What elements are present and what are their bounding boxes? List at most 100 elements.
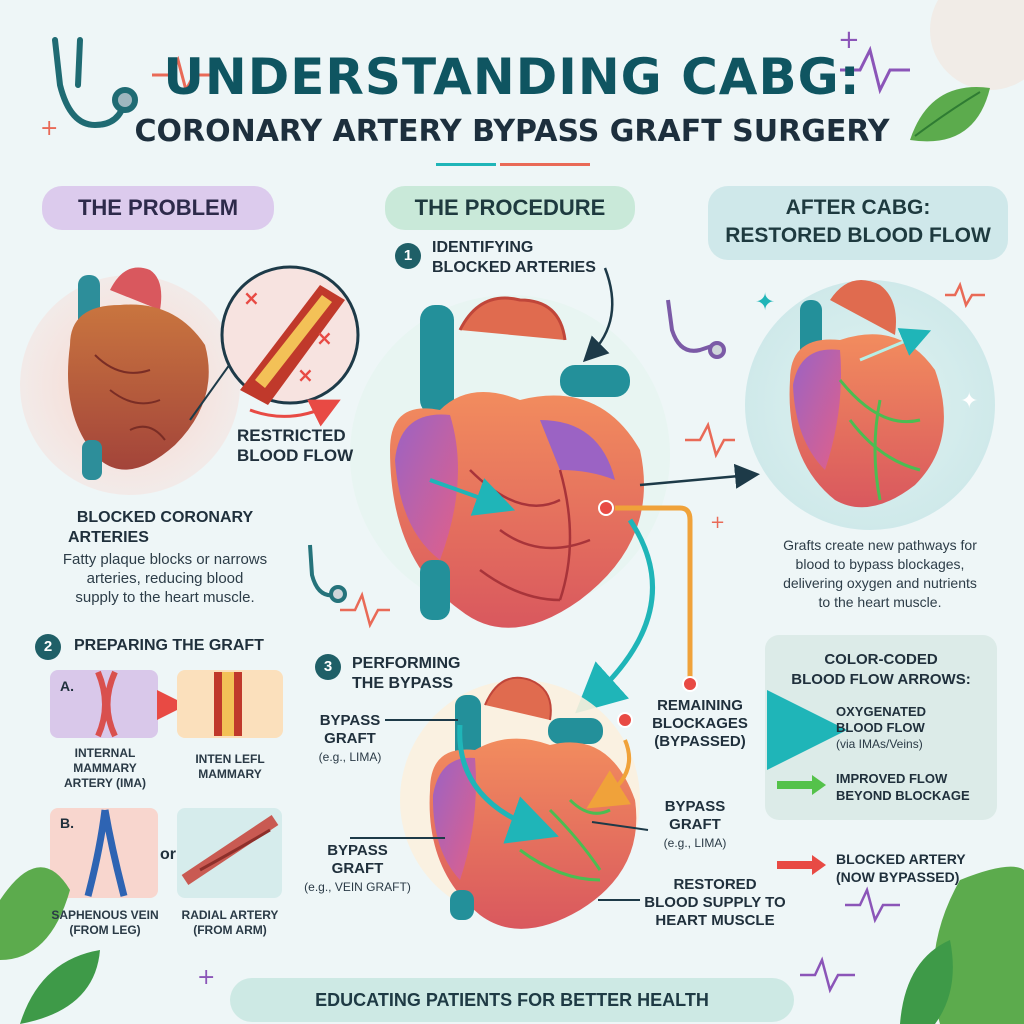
title-underline [436, 163, 496, 166]
graft-a-label: A. [60, 678, 74, 694]
bypass-graft-3: BYPASS GRAFT (e.g., LIMA) [645, 798, 745, 852]
restricted-line1: RESTRICTED [237, 426, 346, 445]
sparkle-icon: + [838, 25, 860, 55]
restored-line1: RESTORED [673, 876, 757, 893]
svg-text:×: × [297, 363, 314, 387]
step1-line1: IDENTIFYING [432, 239, 534, 256]
graft1-note: (e.g., LIMA) [318, 750, 382, 764]
page-subtitle: CORONARY ARTERY BYPASS GRAFT SURGERY [134, 114, 890, 149]
section-problem: THE PROBLEM [42, 186, 274, 230]
problem-desc-line1: Fatty plaque blocks or narrows [62, 551, 268, 568]
sparkle-icon: + [710, 512, 725, 533]
leaf-icon [910, 87, 990, 142]
graft-panel-b [50, 808, 158, 898]
heart-icon-procedure [390, 296, 644, 628]
legend-oxy-note: (via IMAs/Veins) [836, 737, 923, 751]
remaining-line3: (BYPASSED) [654, 733, 746, 750]
after-desc-line2: blood to bypass blockages, [795, 556, 965, 572]
remaining-line2: BLOCKAGES [652, 715, 748, 732]
bypass-graft-2: BYPASS GRAFT (e.g., VEIN GRAFT) [285, 842, 430, 896]
restricted-arrow [249, 399, 341, 427]
problem-desc-line3: supply to the heart muscle. [75, 589, 255, 606]
heartbeat-icon [800, 956, 855, 994]
legend-improved: IMPROVED FLOW BEYOND BLOCKAGE [836, 770, 970, 804]
after-description: Grafts create new pathways for blood to … [740, 536, 1020, 612]
sparkle-icon: + [197, 965, 215, 990]
step3-label: PERFORMING THE BYPASS [352, 654, 460, 694]
radial-caption: RADIAL ARTERY (FROM ARM) [170, 908, 290, 938]
problem-description: Fatty plaque blocks or narrows arteries,… [40, 550, 290, 607]
graft-or-label: or [160, 846, 176, 863]
legend-oxy-line2: BLOOD FLOW [836, 720, 925, 735]
blocked-line2: ARTERIES [68, 529, 149, 546]
page-title: UNDERSTANDING CABG: [163, 48, 861, 106]
step1-label: IDENTIFYING BLOCKED ARTERIES [432, 238, 596, 278]
graft-path-orange-2 [586, 739, 631, 809]
heartbeat-icon [840, 45, 910, 95]
legend-title-line1: COLOR-CODED [824, 651, 938, 668]
legend-blocked: BLOCKED ARTERY (NOW BYPASSED) [836, 850, 966, 886]
step1-badge: 1 [395, 243, 421, 269]
legend-panel [765, 635, 997, 820]
legend-blocked-line1: BLOCKED ARTERY [836, 851, 966, 867]
artery-zoom: × × × [189, 265, 360, 421]
restricted-label: RESTRICTED BLOOD FLOW [237, 426, 353, 466]
legend-improved-line1: IMPROVED FLOW [836, 771, 948, 786]
saph-caption: SAPHENOUS VEIN (FROM LEG) [40, 908, 170, 938]
svg-text:×: × [243, 286, 260, 310]
blocked-heading: BLOCKED CORONARY ARTERIES [50, 508, 280, 548]
graft2-note: (e.g., VEIN GRAFT) [304, 880, 411, 894]
section-after: AFTER CABG: RESTORED BLOOD FLOW [708, 186, 1008, 260]
stethoscope-icon [52, 37, 138, 129]
heartbeat-icon [685, 421, 735, 459]
legend-title: COLOR-CODED BLOOD FLOW ARROWS: [765, 650, 997, 690]
restored-line3: HEART MUSCLE [655, 912, 775, 929]
legend-title-line2: BLOOD FLOW ARROWS: [791, 671, 971, 688]
legend-improved-line2: BEYOND BLOCKAGE [836, 788, 970, 803]
section-after-line1: AFTER CABG: [785, 196, 931, 219]
step1-line2: BLOCKED ARTERIES [432, 259, 596, 276]
blockage-marker [598, 500, 614, 516]
step1-arrow [582, 267, 614, 363]
saph-line1: SAPHENOUS VEIN [51, 908, 159, 922]
graft2-line1: BYPASS [327, 842, 388, 859]
radial-line2: (FROM ARM) [193, 923, 267, 937]
after-desc-line1: Grafts create new pathways for [783, 537, 977, 553]
ima-caption: INTERNAL MAMMARY ARTERY (IMA) [40, 746, 170, 791]
after-desc-line3: delivering oxygen and nutrients [783, 575, 977, 591]
inten-line1: INTEN LEFL [195, 752, 265, 766]
step3-badge: 3 [315, 654, 341, 680]
step3-line2: THE BYPASS [352, 675, 454, 692]
graft-end-orange [682, 676, 698, 692]
blockage-marker [617, 712, 633, 728]
heart-icon-problem [68, 267, 209, 480]
legend-blocked-line2: (NOW BYPASSED) [836, 869, 960, 885]
ima-line3: ARTERY (IMA) [64, 776, 146, 790]
graft3-line2: GRAFT [669, 816, 721, 833]
graft1-line2: GRAFT [324, 730, 376, 747]
section-procedure: THE PROCEDURE [385, 186, 635, 230]
heart-icon-bypass [429, 676, 637, 929]
problem-desc-line2: arteries, reducing blood [86, 570, 244, 587]
saph-line2: (FROM LEG) [69, 923, 141, 937]
leader-line [591, 821, 649, 831]
restored-supply: RESTORED BLOOD SUPPLY TO HEART MUSCLE [630, 876, 800, 930]
heartbeat-icon [945, 281, 985, 309]
graft3-line1: BYPASS [664, 798, 726, 815]
sparkle-icon: ✦ [755, 288, 775, 316]
step2-badge: 2 [35, 634, 61, 660]
footer-text: EDUCATING PATIENTS FOR BETTER HEALTH [315, 990, 709, 1010]
restored-line2: BLOOD SUPPLY TO [644, 894, 786, 911]
inten-caption: INTEN LEFL MAMMARY [170, 752, 290, 782]
leaf-icon [0, 866, 1024, 1024]
bypass-graft-1: BYPASS GRAFT (e.g., LIMA) [300, 712, 400, 766]
blocked-line1: BLOCKED CORONARY [76, 509, 254, 526]
graft3-note: (e.g., LIMA) [663, 836, 727, 850]
after-desc-line4: to the heart muscle. [818, 594, 942, 610]
stethoscope-icon [308, 544, 347, 603]
remaining-line1: REMAINING [657, 697, 743, 714]
stethoscope-icon [666, 299, 726, 359]
heartbeat-icon [340, 591, 390, 629]
corner-dots [930, 0, 1024, 90]
heartbeat-icon [152, 55, 212, 95]
